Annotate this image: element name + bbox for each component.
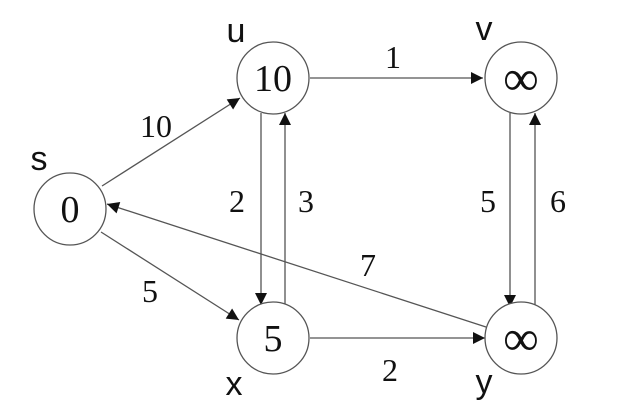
edge-y-v: 6: [529, 113, 566, 307]
node-v: ∞ v: [476, 10, 558, 115]
edge-u-v: 1: [310, 39, 483, 84]
node-x-distance: 5: [264, 318, 283, 360]
node-v-label: v: [476, 10, 493, 48]
node-v-distance: ∞: [503, 50, 539, 106]
edge-u-x: 2: [229, 113, 267, 305]
edge-weight-x-u: 3: [298, 183, 314, 219]
node-y-distance: ∞: [503, 310, 539, 366]
node-x: 5 x: [226, 301, 310, 403]
edge-s-u: 10: [101, 97, 241, 187]
node-u: 10 u: [227, 12, 310, 115]
node-y: ∞ y: [476, 301, 558, 401]
node-s: 0 s: [31, 140, 107, 246]
edge-v-y: 5: [480, 113, 516, 307]
node-u-circle: [236, 41, 310, 115]
node-s-distance: 0: [61, 189, 80, 231]
edge-y-s: 7: [106, 201, 487, 328]
edge-weight-y-v: 6: [550, 183, 566, 219]
edge-weight-y-s: 7: [360, 247, 376, 283]
edge-weight-s-u: 10: [140, 108, 172, 144]
edge-x-y: 2: [310, 332, 485, 388]
edge-weight-u-x: 2: [229, 183, 245, 219]
edge-s-x: 5: [100, 231, 240, 321]
node-y-label: y: [476, 363, 493, 401]
edge-x-u: 3: [279, 113, 314, 305]
node-s-label: s: [31, 140, 48, 178]
node-x-label: x: [226, 365, 243, 403]
edge-weight-v-y: 5: [480, 183, 496, 219]
edge-weight-x-y: 2: [382, 352, 398, 388]
node-x-circle: [236, 301, 310, 375]
node-u-label: u: [227, 12, 246, 50]
node-u-distance: 10: [254, 58, 292, 100]
edge-weight-u-v: 1: [385, 39, 401, 75]
node-y-circle: [484, 301, 558, 375]
edge-weight-s-x: 5: [142, 273, 158, 309]
node-s-circle: [33, 172, 107, 246]
node-v-circle: [484, 41, 558, 115]
